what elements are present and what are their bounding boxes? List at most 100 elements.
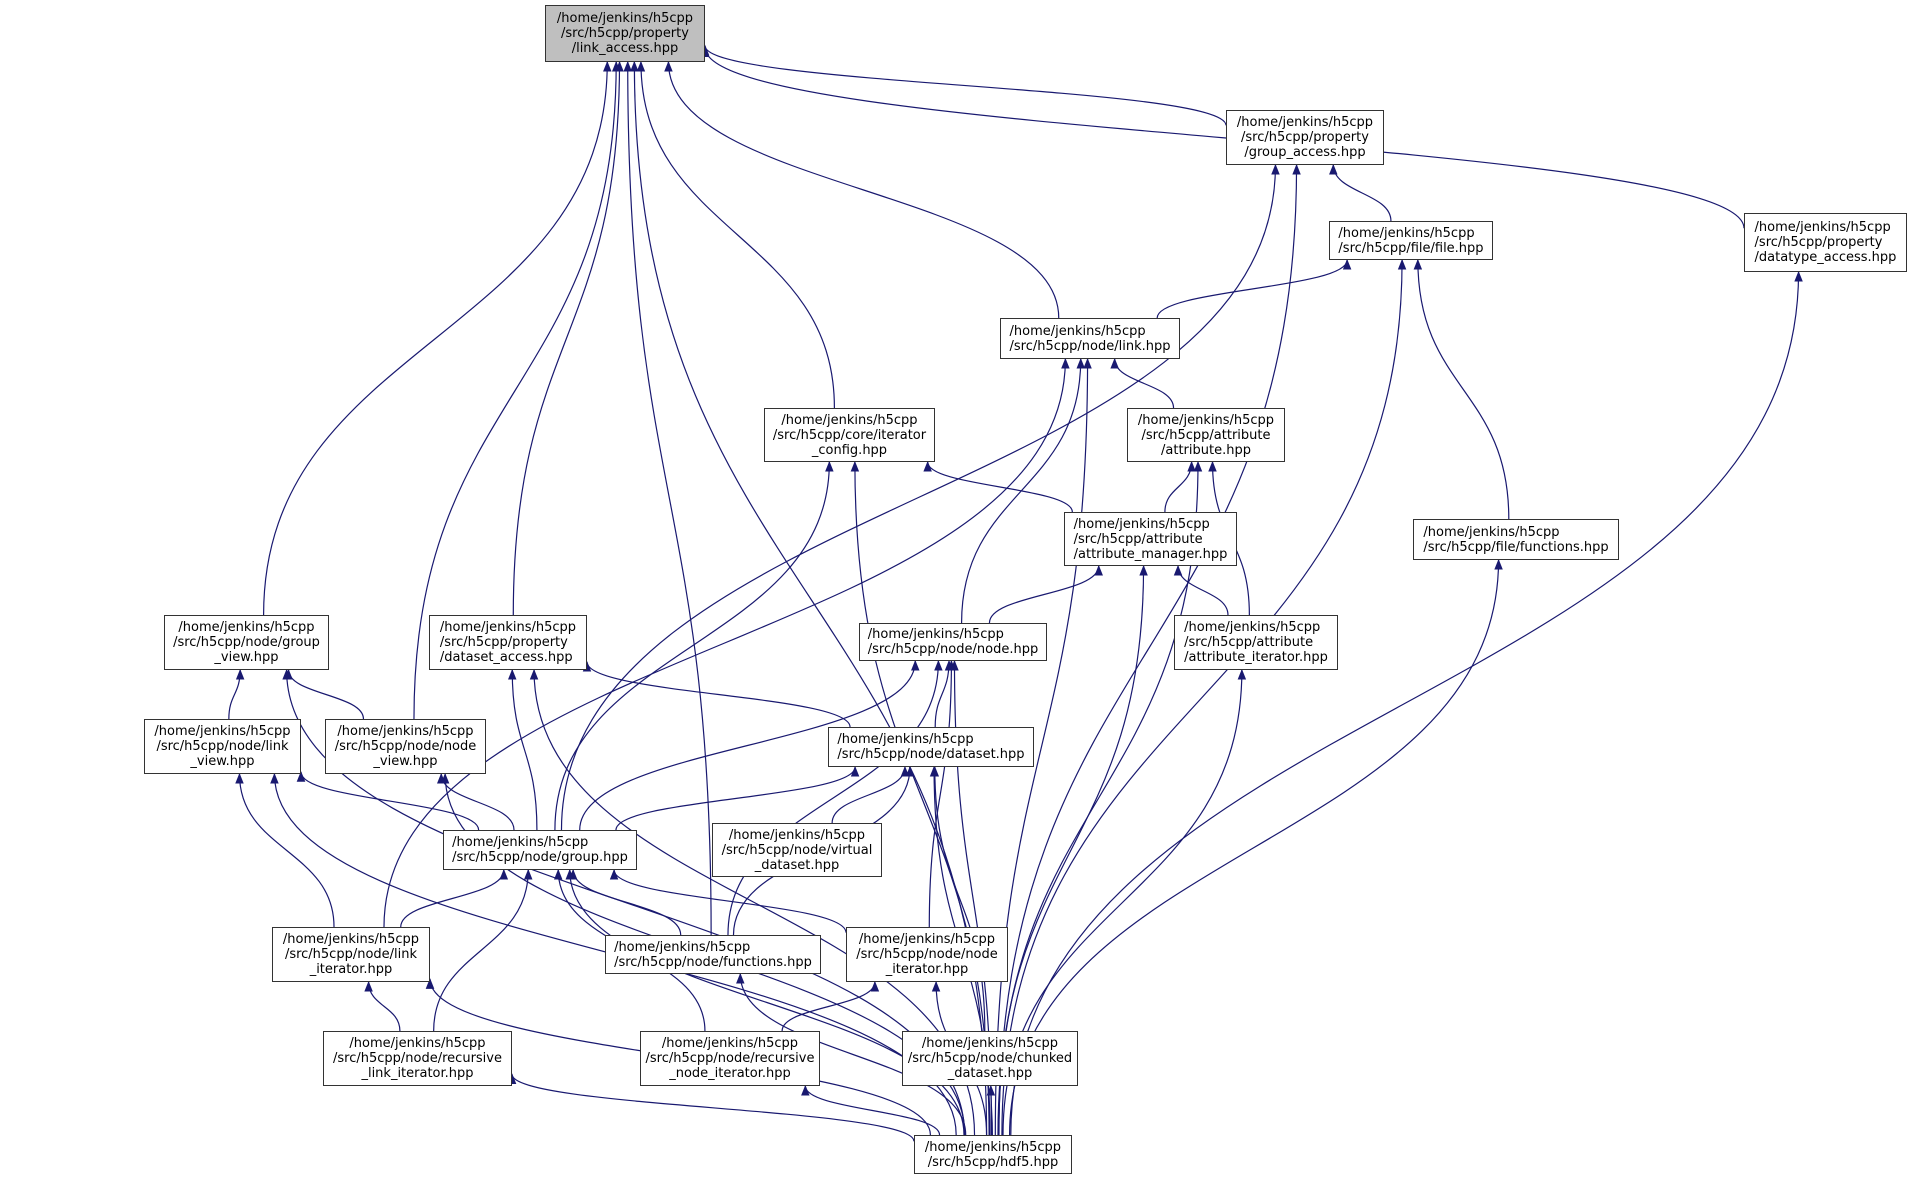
edge-group-includes-node — [579, 659, 920, 831]
edge-hdf5-includes-file — [1001, 258, 1407, 1136]
node-label: /home/jenkins/h5cpp /src/h5cpp/property … — [1236, 115, 1374, 160]
edge-dataset-includes-node — [934, 659, 954, 728]
node-iterator-config[interactable]: /home/jenkins/h5cpp /src/h5cpp/core/iter… — [764, 408, 935, 462]
edge-link-view-includes-group-view — [228, 668, 245, 720]
edge-group-includes-iterator-config — [554, 460, 834, 831]
edge-group-includes-link-view — [296, 771, 480, 831]
edge-hdf5-includes-recursive-node-iterator — [801, 1084, 941, 1136]
node-label: /home/jenkins/h5cpp /src/h5cpp/node/link… — [282, 932, 420, 977]
edge-hdf5-includes-attribute-manager — [997, 564, 1148, 1136]
node-link[interactable]: /home/jenkins/h5cpp /src/h5cpp/node/link… — [1000, 318, 1180, 359]
node-file-functions[interactable]: /home/jenkins/h5cpp /src/h5cpp/file/func… — [1413, 519, 1619, 560]
node-label: /home/jenkins/h5cpp /src/h5cpp/file/file… — [1338, 225, 1484, 256]
edge-link-iterator-includes-group — [400, 868, 509, 928]
node-recursive-link-iterator[interactable]: /home/jenkins/h5cpp /src/h5cpp/node/recu… — [323, 1031, 512, 1086]
edges-layer — [228, 44, 1803, 1142]
node-group-access[interactable]: /home/jenkins/h5cpp /src/h5cpp/property … — [1226, 110, 1384, 165]
edge-virtual-dataset-includes-dataset — [831, 765, 910, 824]
edge-link-includes-link-access — [664, 60, 1060, 319]
edge-attribute-iterator-includes-attribute-manager — [1173, 564, 1229, 616]
node-recursive-node-iterator[interactable]: /home/jenkins/h5cpp /src/h5cpp/node/recu… — [640, 1031, 820, 1086]
edge-link-iterator-includes-link-view — [235, 772, 335, 928]
node-chunked-dataset[interactable]: /home/jenkins/h5cpp /src/h5cpp/node/chun… — [902, 1031, 1078, 1086]
node-attribute-iterator[interactable]: /home/jenkins/h5cpp /src/h5cpp/attribute… — [1174, 615, 1338, 670]
node-label: /home/jenkins/h5cpp /src/h5cpp/node/link… — [1009, 323, 1171, 354]
node-label: /home/jenkins/h5cpp /src/h5cpp/file/func… — [1423, 524, 1609, 555]
node-label: /home/jenkins/h5cpp /src/h5cpp/property … — [439, 620, 577, 665]
node-label: /home/jenkins/h5cpp /src/h5cpp/node/func… — [614, 939, 812, 970]
node-dataset-access[interactable]: /home/jenkins/h5cpp /src/h5cpp/property … — [429, 615, 587, 670]
node-label: /home/jenkins/h5cpp /src/h5cpp/core/iter… — [772, 412, 927, 458]
node-label: /home/jenkins/h5cpp /src/h5cpp/attribute… — [1137, 412, 1275, 458]
edge-hdf5-includes-recursive-link-iterator — [507, 1073, 915, 1142]
node-label: /home/jenkins/h5cpp /src/h5cpp/node/data… — [837, 732, 1025, 762]
node-label: /home/jenkins/h5cpp /src/h5cpp/node/grou… — [173, 620, 320, 665]
node-link-access: /home/jenkins/h5cpp /src/h5cpp/property … — [545, 5, 705, 62]
edge-group-includes-dataset — [615, 765, 860, 831]
edge-hdf5-includes-iterator-config — [850, 460, 990, 1136]
node-node-iterator[interactable]: /home/jenkins/h5cpp /src/h5cpp/node/node… — [846, 927, 1008, 982]
node-label: /home/jenkins/h5cpp /src/h5cpp/node/recu… — [333, 1036, 502, 1081]
edge-node-view-includes-group-view — [284, 668, 365, 720]
node-label: /home/jenkins/h5cpp /src/h5cpp/node/link… — [154, 724, 291, 769]
node-hdf5[interactable]: /home/jenkins/h5cpp /src/h5cpp/hdf5.hpp — [914, 1135, 1072, 1174]
node-label: /home/jenkins/h5cpp /src/h5cpp/attribute… — [1073, 516, 1228, 562]
node-link-view[interactable]: /home/jenkins/h5cpp /src/h5cpp/node/link… — [144, 719, 301, 774]
edge-file-functions-includes-file — [1413, 258, 1510, 520]
node-datatype-access[interactable]: /home/jenkins/h5cpp /src/h5cpp/property … — [1744, 213, 1907, 272]
edge-node-functions-includes-node — [727, 659, 943, 936]
node-link-iterator[interactable]: /home/jenkins/h5cpp /src/h5cpp/node/link… — [272, 927, 430, 982]
node-group[interactable]: /home/jenkins/h5cpp /src/h5cpp/node/grou… — [443, 830, 637, 870]
edge-hdf5-includes-chunked-dataset — [986, 1084, 996, 1136]
node-attribute-manager[interactable]: /home/jenkins/h5cpp /src/h5cpp/attribute… — [1064, 512, 1237, 566]
edge-file-includes-group-access — [1329, 163, 1392, 222]
edge-datatype-access-includes-link-access — [700, 46, 1745, 229]
edge-recursive-link-iterator-includes-link-iterator — [364, 980, 401, 1032]
node-label: /home/jenkins/h5cpp /src/h5cpp/node/node… — [856, 932, 998, 977]
node-label: /home/jenkins/h5cpp /src/h5cpp/node/recu… — [645, 1036, 815, 1081]
edge-recursive-node-iterator-includes-node-iterator — [781, 980, 880, 1032]
node-label: /home/jenkins/h5cpp /src/h5cpp/property … — [1754, 220, 1897, 265]
node-dataset[interactable]: /home/jenkins/h5cpp /src/h5cpp/node/data… — [828, 727, 1034, 767]
node-file[interactable]: /home/jenkins/h5cpp /src/h5cpp/file/file… — [1329, 221, 1493, 260]
edge-node-functions-includes-group — [568, 868, 682, 936]
edge-attribute-manager-includes-iterator-config — [923, 460, 1073, 513]
edge-chunked-dataset-includes-dataset — [930, 765, 986, 1032]
edge-hdf5-includes-node-functions — [736, 972, 967, 1136]
edge-node-includes-attribute-manager — [988, 564, 1104, 624]
edge-dataset-access-includes-link-access — [512, 60, 624, 616]
node-node-functions[interactable]: /home/jenkins/h5cpp /src/h5cpp/node/func… — [605, 935, 821, 974]
edge-hdf5-includes-group-access — [998, 163, 1301, 1136]
node-label: /home/jenkins/h5cpp /src/h5cpp/attribute… — [1184, 620, 1328, 665]
edge-group-includes-node-view — [436, 772, 515, 831]
edge-node-iterator-includes-group — [609, 868, 847, 933]
edge-link-iterator-includes-link — [383, 357, 1070, 928]
edge-hdf5-includes-datatype-access — [1010, 270, 1803, 1136]
node-node-view[interactable]: /home/jenkins/h5cpp /src/h5cpp/node/node… — [325, 719, 486, 774]
edge-hdf5-includes-group — [565, 868, 965, 1136]
edge-node-view-includes-link-access — [413, 60, 621, 720]
edge-node-iterator-includes-node — [928, 659, 956, 928]
node-label: /home/jenkins/h5cpp /src/h5cpp/property … — [556, 11, 694, 56]
node-group-view[interactable]: /home/jenkins/h5cpp /src/h5cpp/node/grou… — [164, 615, 329, 670]
node-label: /home/jenkins/h5cpp /src/h5cpp/hdf5.hpp — [924, 1139, 1062, 1170]
node-label: /home/jenkins/h5cpp /src/h5cpp/node/chun… — [907, 1036, 1073, 1081]
node-attribute[interactable]: /home/jenkins/h5cpp /src/h5cpp/attribute… — [1127, 408, 1285, 462]
edge-node-functions-includes-link-access — [623, 60, 712, 936]
edge-link-includes-file — [1156, 258, 1352, 319]
edge-recursive-link-iterator-includes-group — [433, 868, 533, 1032]
edge-hdf5-includes-link — [994, 357, 1092, 1136]
node-virtual-dataset[interactable]: /home/jenkins/h5cpp /src/h5cpp/node/virt… — [712, 823, 882, 877]
edge-attribute-manager-includes-attribute — [1164, 460, 1196, 513]
edge-group-includes-dataset-access — [507, 668, 538, 831]
node-node[interactable]: /home/jenkins/h5cpp /src/h5cpp/node/node… — [859, 623, 1047, 661]
edge-iterator-config-includes-link-access — [636, 60, 836, 409]
edge-dataset-includes-dataset-access — [582, 660, 851, 728]
node-label: /home/jenkins/h5cpp /src/h5cpp/node/node… — [334, 724, 477, 769]
edge-hdf5-includes-file-functions — [1008, 558, 1503, 1136]
edge-attribute-includes-link — [1110, 357, 1175, 409]
edge-group-access-includes-link-access — [700, 44, 1227, 126]
edge-group-view-includes-link-access — [262, 60, 612, 616]
node-label: /home/jenkins/h5cpp /src/h5cpp/node/virt… — [721, 827, 873, 873]
